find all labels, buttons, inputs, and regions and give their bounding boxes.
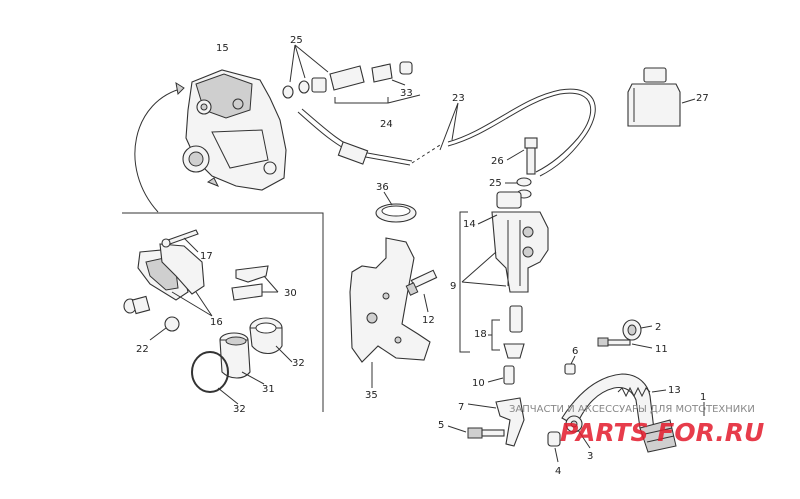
watermark-text: ЗАПЧАСТИ И АКСЕССУАРЫ ДЛЯ МОТОТЕХНИКИ bbox=[509, 404, 755, 415]
leader-23 bbox=[439, 102, 459, 151]
label-6: 6 bbox=[572, 346, 578, 357]
rubber-stop bbox=[622, 319, 642, 341]
label-33: 33 bbox=[400, 88, 413, 99]
banjo-bolt bbox=[524, 137, 538, 175]
leader-17 bbox=[183, 237, 199, 253]
return-spring bbox=[617, 386, 651, 398]
leader-33 bbox=[391, 79, 406, 86]
pad-pin bbox=[161, 229, 199, 248]
label-4: 4 bbox=[555, 466, 561, 477]
label-32-bottom: 32 bbox=[233, 404, 246, 415]
label-13: 13 bbox=[668, 385, 681, 396]
adapter-fitting bbox=[503, 305, 525, 359]
leader-10 bbox=[487, 377, 504, 383]
label-15: 15 bbox=[216, 43, 229, 54]
leader-12 bbox=[423, 293, 429, 313]
label-10: 10 bbox=[472, 378, 485, 389]
reference-arrow-head bbox=[175, 81, 185, 96]
label-2: 2 bbox=[655, 322, 661, 333]
piston-seal-large bbox=[249, 317, 283, 355]
leader-5 bbox=[447, 425, 467, 433]
leader-6 bbox=[570, 355, 576, 365]
mounting-bracket bbox=[349, 237, 431, 363]
plug-bolt bbox=[123, 295, 151, 315]
leader-22 bbox=[149, 327, 167, 341]
label-32-right: 32 bbox=[292, 358, 305, 369]
bracket-24 bbox=[334, 94, 421, 104]
leader-27 bbox=[681, 98, 696, 104]
label-24: 24 bbox=[380, 119, 393, 130]
label-17: 17 bbox=[200, 251, 213, 262]
bolt-11 bbox=[597, 337, 631, 347]
leader-2 bbox=[640, 325, 653, 329]
label-3: 3 bbox=[587, 451, 593, 462]
leader-31 bbox=[241, 371, 265, 385]
label-35: 35 bbox=[365, 390, 378, 401]
label-12: 12 bbox=[422, 315, 435, 326]
leader-32-right bbox=[275, 345, 293, 363]
label-25-top: 25 bbox=[290, 35, 303, 46]
leader-25-top bbox=[289, 44, 329, 83]
label-25-mid: 25 bbox=[489, 178, 502, 189]
label-9: 9 bbox=[450, 281, 456, 292]
label-22: 22 bbox=[136, 344, 149, 355]
label-26: 26 bbox=[491, 156, 504, 167]
nut-4 bbox=[547, 431, 561, 447]
fitting-10 bbox=[503, 365, 515, 385]
leader-32-bottom bbox=[217, 387, 239, 405]
nut-6 bbox=[564, 363, 576, 375]
leader-26 bbox=[506, 149, 525, 161]
master-cylinder bbox=[491, 191, 549, 293]
leader-36 bbox=[383, 191, 393, 206]
label-1: 1 bbox=[700, 392, 706, 403]
brake-caliper bbox=[182, 69, 287, 191]
leader-9 bbox=[461, 251, 507, 287]
leader-4 bbox=[554, 447, 559, 463]
label-30: 30 bbox=[284, 288, 297, 299]
brake-hose-rear-section bbox=[447, 88, 596, 177]
leader-3 bbox=[577, 429, 591, 449]
watermark-logo: PARTS FOR.RU bbox=[560, 418, 764, 447]
brake-fluid-bottle bbox=[627, 67, 681, 127]
brake-pads bbox=[137, 243, 205, 301]
label-23: 23 bbox=[452, 93, 465, 104]
brake-pedal bbox=[561, 373, 677, 453]
hose-fitting-set bbox=[282, 61, 413, 99]
reference-arrow bbox=[134, 87, 185, 213]
inset-box-outline bbox=[122, 212, 324, 412]
washer-upper bbox=[516, 177, 532, 187]
clevis bbox=[495, 397, 525, 447]
label-7: 7 bbox=[458, 402, 464, 413]
label-27: 27 bbox=[696, 93, 709, 104]
plug-22 bbox=[164, 316, 180, 332]
bolt-5 bbox=[467, 427, 505, 439]
leader-14 bbox=[477, 214, 498, 225]
leader-16 bbox=[171, 291, 213, 317]
pad-spring bbox=[231, 265, 269, 301]
leader-13 bbox=[651, 389, 667, 393]
label-16: 16 bbox=[210, 317, 223, 328]
label-36: 36 bbox=[376, 182, 389, 193]
leader-11 bbox=[631, 343, 653, 349]
label-31: 31 bbox=[262, 384, 275, 395]
label-11: 11 bbox=[655, 344, 668, 355]
spring-clip bbox=[375, 203, 417, 223]
bolt-12 bbox=[405, 269, 438, 296]
brake-hose-front-section bbox=[297, 108, 441, 166]
leader-30 bbox=[262, 275, 279, 293]
label-18: 18 bbox=[474, 329, 487, 340]
bracket-18 bbox=[488, 319, 500, 351]
caliper-piston bbox=[219, 332, 251, 379]
o-ring bbox=[191, 351, 229, 393]
label-5: 5 bbox=[438, 420, 444, 431]
label-14: 14 bbox=[463, 219, 476, 230]
leader-7 bbox=[467, 403, 497, 409]
bracket-14-9 bbox=[459, 211, 470, 353]
